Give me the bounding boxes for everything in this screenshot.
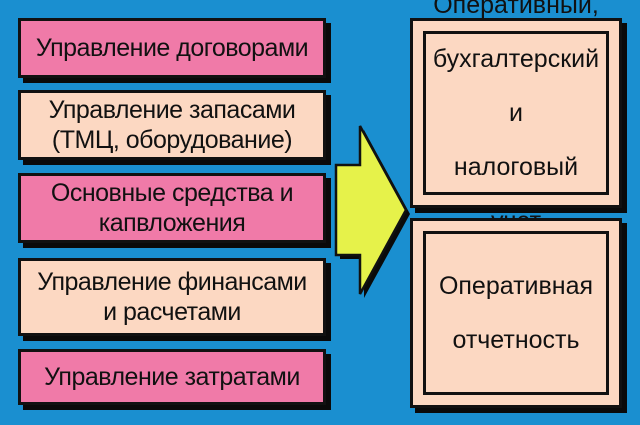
box-label-line: (ТМЦ, оборудование) bbox=[51, 126, 293, 154]
box-inventory-management: Управление запасами (ТМЦ, оборудование) bbox=[18, 90, 326, 160]
box-label-line: Управление договорами bbox=[35, 34, 309, 62]
box-label-line: и bbox=[509, 98, 523, 127]
right-arrow-icon bbox=[334, 125, 410, 298]
box-label-line: Основные средства и bbox=[50, 179, 294, 207]
box-label-line: и расчетами bbox=[103, 298, 241, 326]
box-accounting-inner: Оперативный, бухгалтерский и налоговый у… bbox=[423, 0, 609, 234]
box-label-line: капвложения bbox=[98, 209, 246, 237]
box-reporting-inner: Оперативная отчетность bbox=[423, 231, 609, 395]
box-cost-management: Управление затратами bbox=[18, 349, 326, 405]
box-label-line: налоговый bbox=[453, 152, 579, 181]
box-label-line: Оперативный, bbox=[433, 0, 599, 19]
box-label-line: Оперативная bbox=[438, 271, 594, 300]
box-label-line: Управление запасами bbox=[48, 96, 296, 124]
box-label-line: Управление финансами bbox=[37, 268, 307, 296]
box-contract-management: Управление договорами bbox=[18, 18, 326, 78]
box-label-line: бухгалтерский bbox=[432, 44, 600, 73]
box-accounting: Оперативный, бухгалтерский и налоговый у… bbox=[410, 0, 622, 234]
box-finance-management: Управление финансами и расчетами bbox=[18, 258, 326, 336]
box-reporting: Оперативная отчетность bbox=[410, 218, 622, 408]
box-label-line: отчетность bbox=[452, 325, 580, 354]
box-fixed-assets: Основные средства и капвложения bbox=[18, 173, 326, 243]
box-label-line: Управление затратами bbox=[44, 363, 300, 391]
